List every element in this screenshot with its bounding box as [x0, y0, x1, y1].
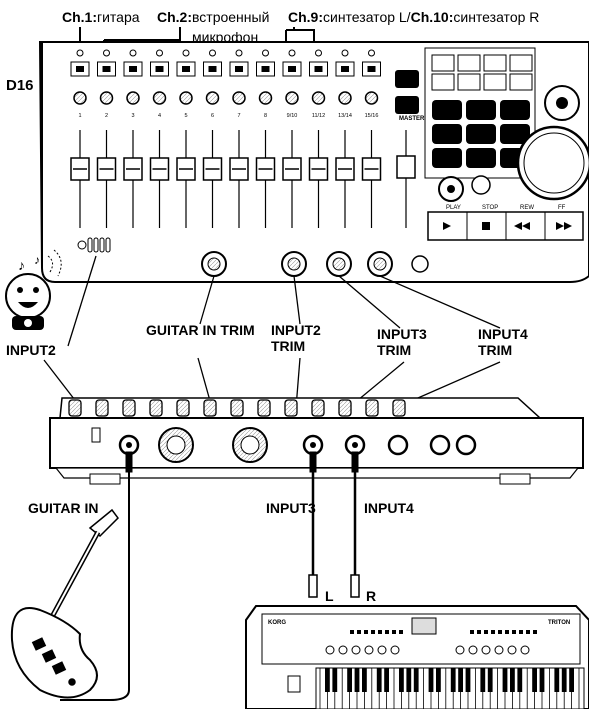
channel-number: 1 [78, 113, 81, 119]
transport-rew: REW [520, 205, 534, 211]
synth-keyboard: KORG TRITON [246, 606, 589, 709]
keyboard-brand: KORG [268, 620, 286, 626]
svg-text:♪: ♪ [18, 257, 25, 273]
channel-number: 7 [237, 113, 240, 119]
guitar-illustration [12, 510, 118, 698]
master-label: MASTER [399, 116, 425, 122]
channel-number: 8 [264, 113, 267, 119]
channel-number: 3 [131, 113, 134, 119]
channel-number: 11/12 [312, 113, 325, 119]
channel-number: 4 [158, 113, 161, 119]
svg-text:♪: ♪ [34, 253, 40, 267]
channel-number: 13/14 [338, 113, 352, 119]
channel-number: 15/16 [365, 113, 379, 119]
transport-stop: STOP [482, 205, 498, 211]
transport-play: PLAY [446, 205, 461, 211]
channel-number: 5 [184, 113, 187, 119]
keyboard-model: TRITON [548, 620, 570, 626]
mixer-top-view: 1 2 3 4 5 6 7 8 9/10 11/12 13/14 15/16 [40, 42, 589, 282]
channel-number: 9/10 [287, 113, 298, 119]
transport-ff: FF [558, 205, 566, 211]
channel-number: 2 [105, 113, 108, 119]
channel-number: 6 [211, 113, 214, 119]
